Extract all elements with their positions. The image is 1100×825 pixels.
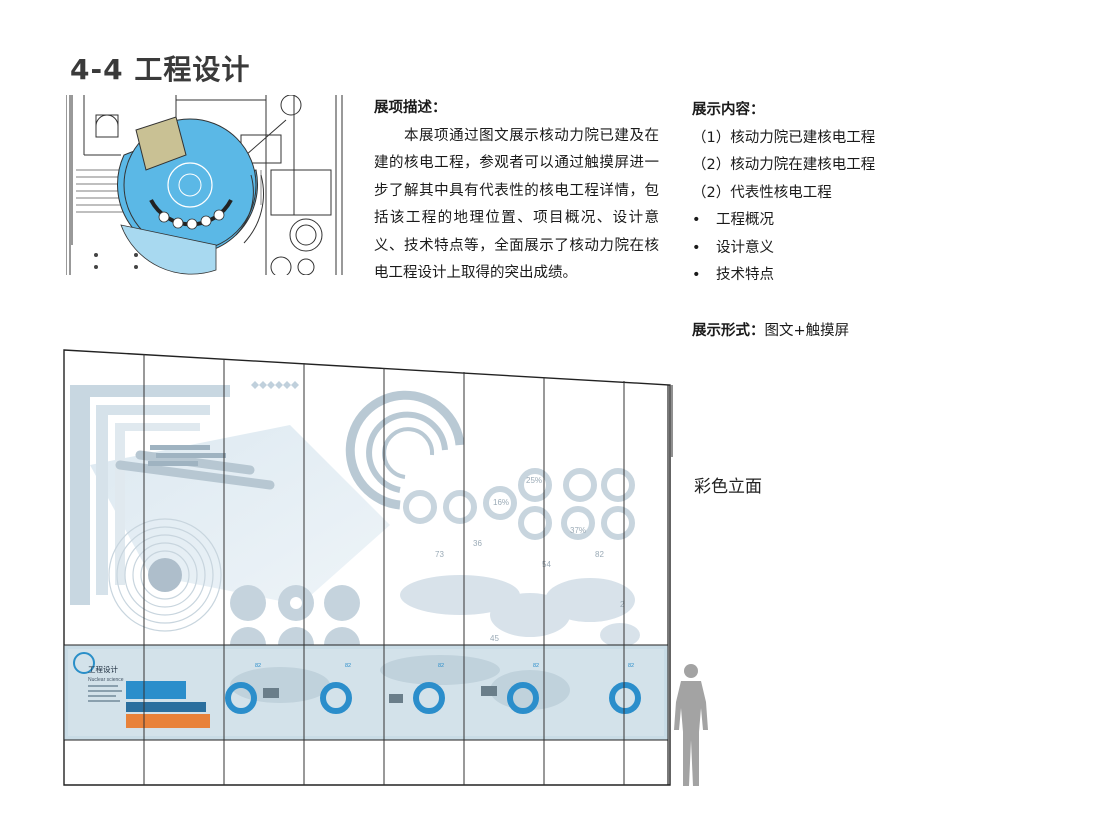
ring-percent: 16% <box>493 498 509 507</box>
bullet-text: 设计意义 <box>716 239 774 256</box>
content-bullet: • 技术特点 <box>692 262 1012 290</box>
band-number: 82 <box>438 663 444 669</box>
band-title: 工程设计 <box>88 664 118 674</box>
bullet-text: 技术特点 <box>716 267 774 283</box>
band-number: 82 <box>533 663 539 669</box>
elevation-label: 彩色立面 <box>694 477 762 497</box>
page-title: 4-4 工程设计 <box>70 53 251 86</box>
band-number: 82 <box>345 663 351 669</box>
map-number: 82 <box>595 550 604 559</box>
content-heading: 展示内容： <box>692 102 765 118</box>
exhibit-description: 展项描述： 本展项通过图文展示核动力院已建及在建的核电工程，参观者可以通过触摸屏… <box>374 95 659 288</box>
ring-percent: 25% <box>526 476 542 485</box>
map-number: 36 <box>473 539 482 548</box>
floor-plan-image <box>66 95 346 275</box>
bullet-icon: • <box>692 267 701 283</box>
human-scale-figure <box>674 664 708 786</box>
bullet-icon: • <box>692 239 701 256</box>
display-format: 展示形式：图文+触摸屏 <box>692 318 1012 346</box>
content-bullet: • 工程概况 <box>692 207 1012 235</box>
bullet-icon: • <box>692 212 701 228</box>
format-label: 展示形式： <box>692 322 765 339</box>
map-number: 73 <box>435 550 444 559</box>
map-number: 2 <box>620 600 625 609</box>
exhibit-content: 展示内容： （1）核动力院已建核电工程 （2）核动力院在建核电工程 （2）代表性… <box>692 97 1012 345</box>
description-heading: 展项描述： <box>374 100 447 116</box>
elevation-drawing: 73 36 82 54 2 45 16% 25% 37% 工程设计 Nuclea… <box>63 349 673 786</box>
content-item: （2）核动力院在建核电工程 <box>692 157 876 173</box>
content-item: （2）代表性核电工程 <box>692 184 832 201</box>
map-number: 54 <box>542 560 551 569</box>
band-subtitle: Nuclear science <box>88 677 124 683</box>
band-number: 82 <box>628 663 634 669</box>
description-body: 本展项通过图文展示核动力院已建及在建的核电工程，参观者可以通过触摸屏进一步了解其… <box>374 127 659 282</box>
format-value: 图文+触摸屏 <box>764 322 850 339</box>
map-number: 45 <box>490 634 499 643</box>
content-bullet: • 设计意义 <box>692 235 1012 263</box>
content-item: （1）核动力院已建核电工程 <box>692 129 876 146</box>
bullet-text: 工程概况 <box>716 212 774 228</box>
band-number: 82 <box>255 663 261 669</box>
ring-percent: 37% <box>570 526 586 535</box>
